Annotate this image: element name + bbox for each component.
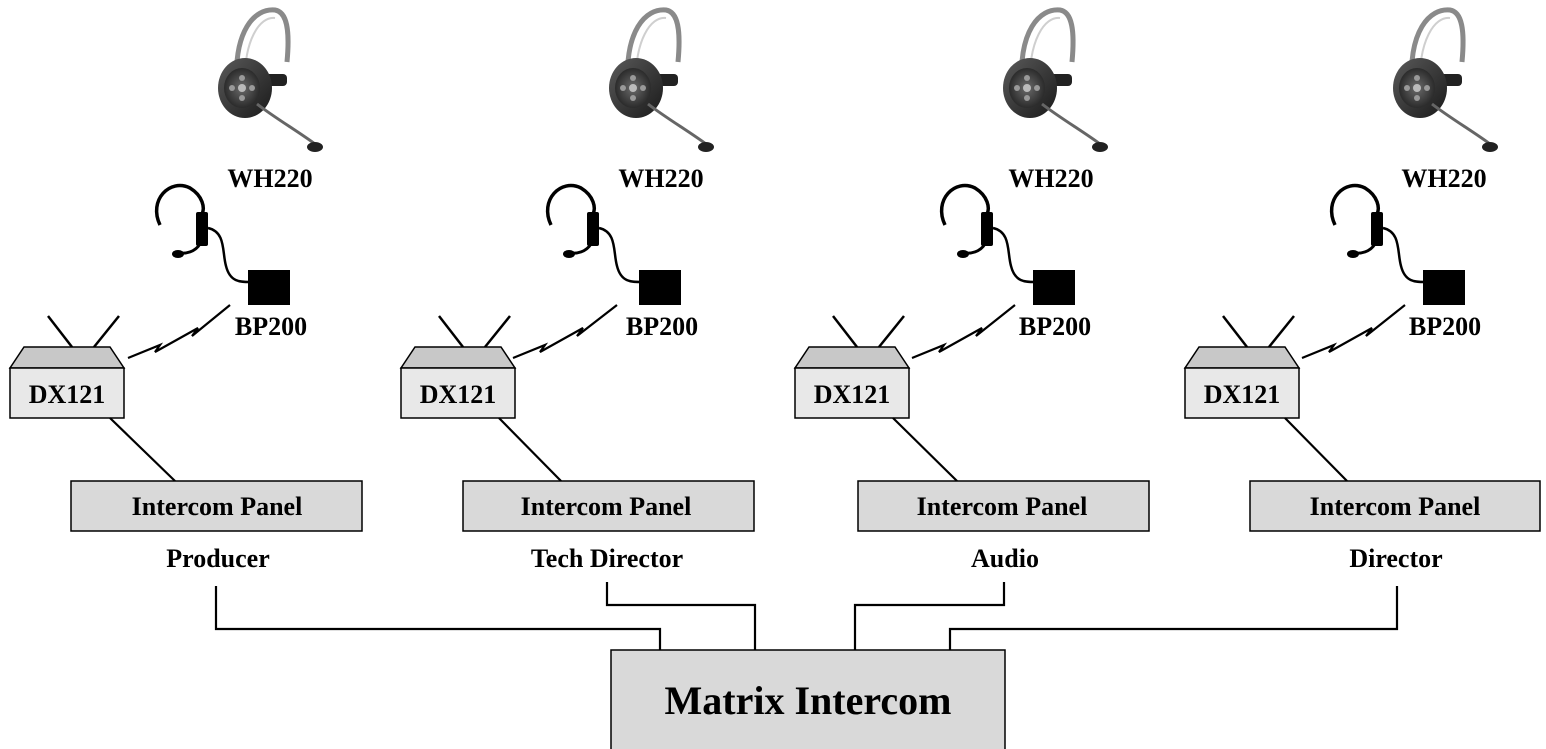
- dx121-base: DX121: [793, 346, 911, 419]
- wired-headset-icon: [154, 183, 251, 284]
- base-panel-link: [1284, 417, 1348, 482]
- intercom-panel-box: [1249, 480, 1541, 532]
- beltpack-label: BP200: [1409, 312, 1481, 341]
- beltpack-label: BP200: [1019, 312, 1091, 341]
- role-label: Audio: [971, 544, 1039, 573]
- beltpack-icon: [639, 270, 681, 305]
- beltpack-icon: [248, 270, 290, 305]
- intercom-panel-box: [462, 480, 755, 532]
- intercom-panel-label: Intercom Panel: [1310, 492, 1481, 521]
- station-audio: WH220 BP200 DX121 Intercom Panel Audio: [793, 7, 1150, 573]
- headset-label: WH220: [1008, 164, 1093, 193]
- beltpack-label: BP200: [626, 312, 698, 341]
- wireless-headset-icon: [1393, 7, 1498, 152]
- rf-link-icon: [1301, 304, 1406, 360]
- headset-label: WH220: [227, 164, 312, 193]
- base-label: DX121: [1204, 380, 1281, 409]
- beltpack-icon: [1033, 270, 1075, 305]
- wireless-headset-icon: [218, 7, 323, 152]
- dx121-base: DX121: [1183, 346, 1301, 419]
- wired-headset-icon: [1329, 183, 1426, 284]
- role-label: Tech Director: [531, 544, 683, 573]
- antenna-icon: [1222, 315, 1295, 348]
- wire-director: [948, 586, 1399, 650]
- headset-label: WH220: [1401, 164, 1486, 193]
- beltpack-icon: [1423, 270, 1465, 305]
- station-producer: WH220 BP200 DX121 Intercom Panel Produce…: [8, 7, 363, 573]
- wire-producer: [214, 586, 662, 650]
- antenna-icon: [438, 315, 511, 348]
- base-panel-link: [109, 417, 176, 482]
- dx121-base: DX121: [8, 346, 126, 419]
- rf-link-icon: [127, 304, 231, 360]
- base-panel-link: [498, 417, 562, 482]
- wireless-headset-icon: [609, 7, 714, 152]
- wireless-headset-icon: [1003, 7, 1108, 152]
- wired-headset-icon: [939, 183, 1036, 284]
- station-tech-director: WH220 BP200 DX121 Intercom Panel Tech Di…: [399, 7, 755, 573]
- intercom-panel-label: Intercom Panel: [132, 492, 303, 521]
- dx121-base: DX121: [399, 346, 517, 419]
- intercom-panel-label: Intercom Panel: [521, 492, 692, 521]
- intercom-panel-box: [70, 480, 363, 532]
- base-label: DX121: [29, 380, 106, 409]
- base-panel-link: [892, 417, 958, 482]
- matrix-wiring: [214, 582, 1399, 650]
- matrix-intercom: Matrix Intercom: [610, 649, 1006, 749]
- rf-link-icon: [512, 304, 618, 360]
- base-label: DX121: [814, 380, 891, 409]
- matrix-intercom-label: Matrix Intercom: [665, 678, 952, 723]
- role-label: Producer: [166, 544, 270, 573]
- station-director: WH220 BP200 DX121 Intercom Panel Directo…: [1183, 7, 1541, 573]
- rf-link-icon: [911, 304, 1016, 360]
- wire-audio: [853, 582, 1006, 650]
- base-label: DX121: [420, 380, 497, 409]
- intercom-panel-box: [857, 480, 1150, 532]
- role-label: Director: [1349, 544, 1442, 573]
- wire-tech-director: [605, 582, 757, 650]
- antenna-icon: [832, 315, 905, 348]
- antenna-icon: [47, 315, 120, 348]
- beltpack-label: BP200: [235, 312, 307, 341]
- matrix-intercom-box: [610, 649, 1006, 749]
- intercom-panel-label: Intercom Panel: [917, 492, 1088, 521]
- wired-headset-icon: [545, 183, 642, 284]
- headset-label: WH220: [618, 164, 703, 193]
